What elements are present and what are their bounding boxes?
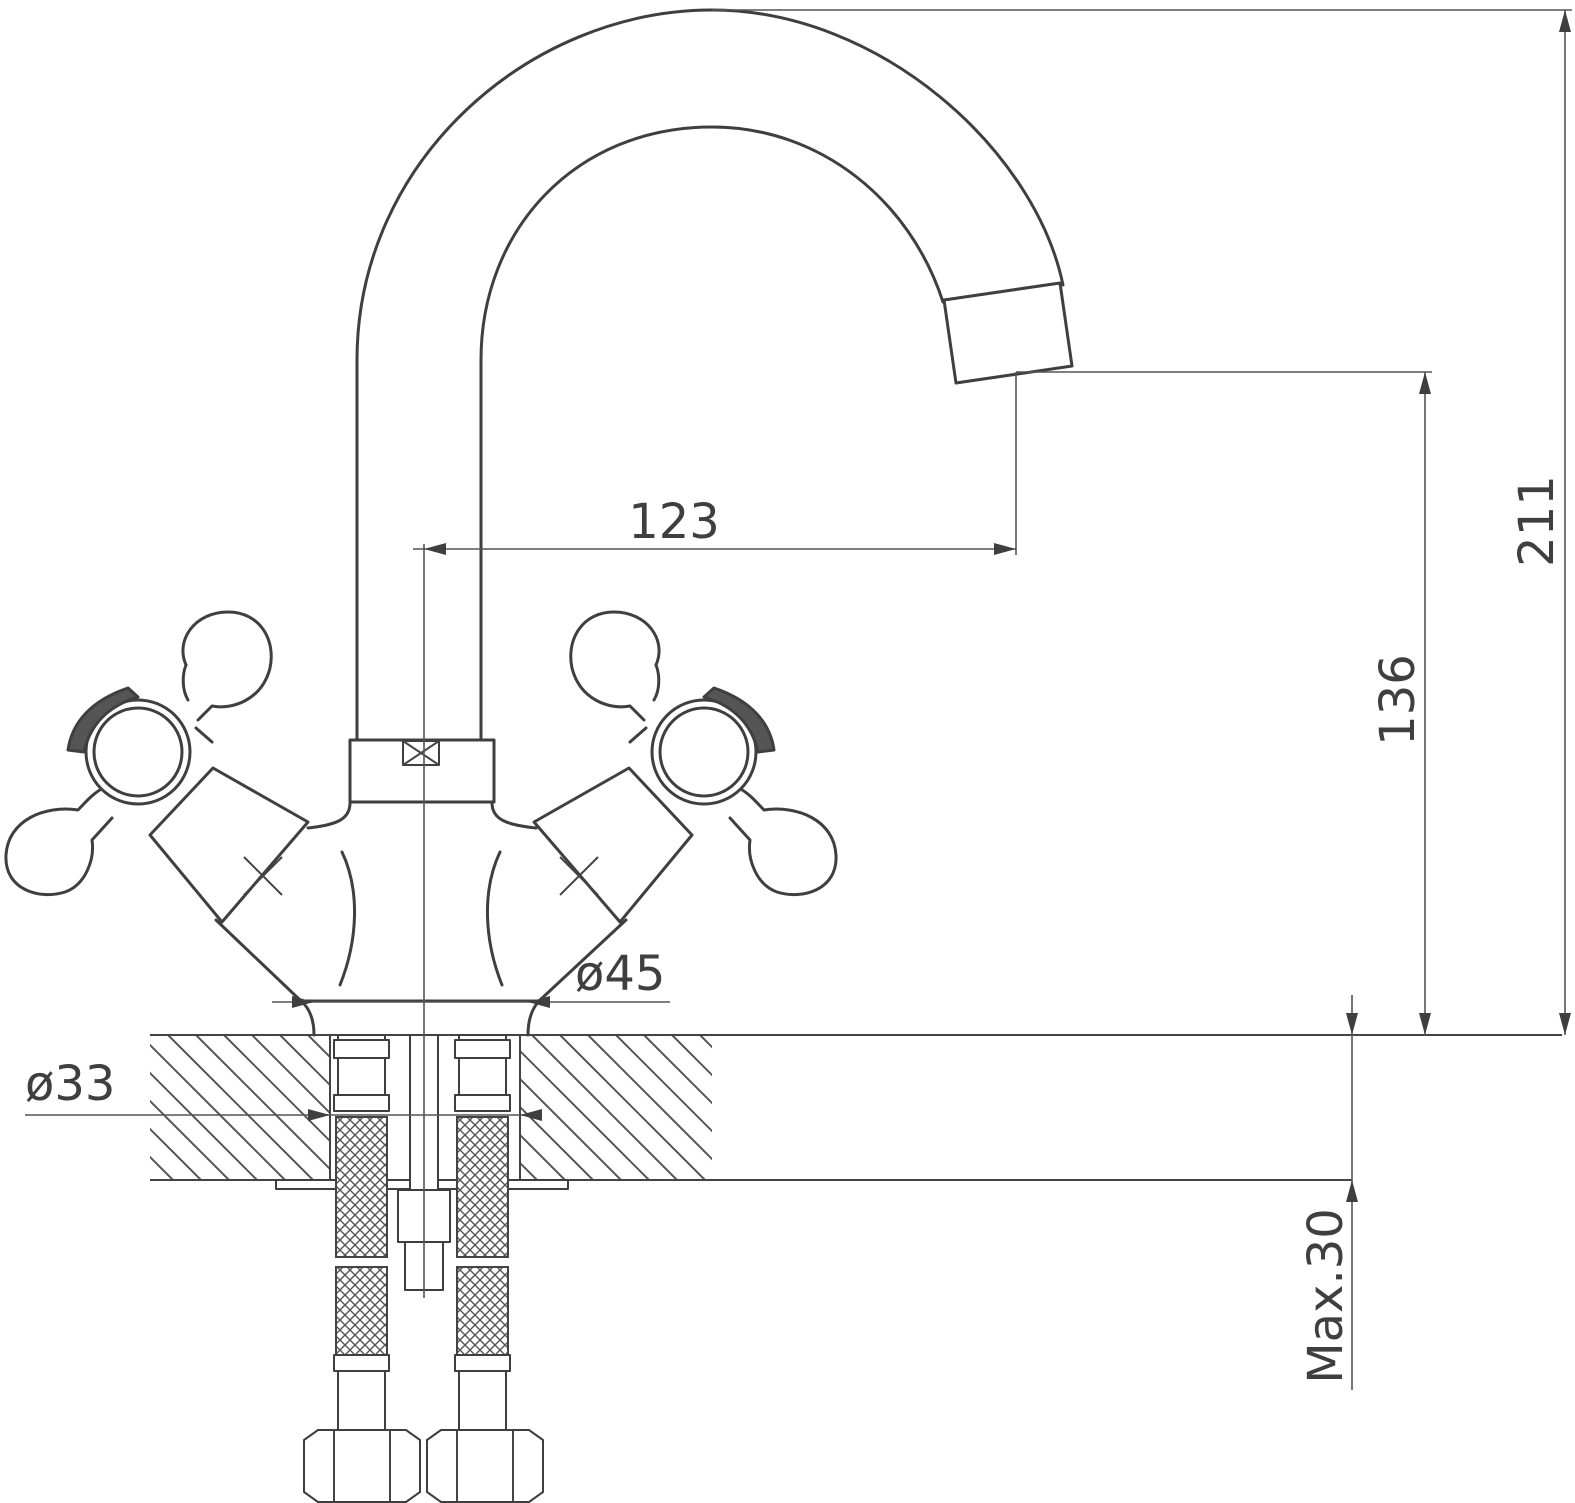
dim-hole-diameter: ø33 <box>25 1056 542 1121</box>
hatch-line <box>896 1035 1041 1180</box>
dim-label-45: ø45 <box>575 946 665 1002</box>
hatch-line <box>868 1035 1013 1180</box>
dim-total-height: 211 <box>712 9 1572 1035</box>
hatch-line <box>840 1035 985 1180</box>
hatch-line <box>167 1035 314 1180</box>
dim-body-diameter: ø45 <box>272 946 670 1008</box>
hatch-line <box>671 1035 712 1180</box>
hatch-line <box>195 1035 342 1180</box>
right-handle <box>532 610 838 924</box>
hatch-line <box>756 1035 901 1180</box>
spout <box>355 8 1074 740</box>
countertop-section <box>150 1034 1562 1190</box>
dim-spout-reach: 123 <box>413 372 1017 555</box>
hatch-line <box>699 1035 712 1180</box>
dim-label-211: 211 <box>1509 475 1565 567</box>
dim-label-max30: Max.30 <box>1298 1208 1354 1384</box>
faucet-body <box>214 738 628 1037</box>
hatch-line <box>559 1035 706 1180</box>
hatch-line <box>150 1035 202 1180</box>
dim-label-136: 136 <box>1370 654 1426 746</box>
dim-label-33: ø33 <box>25 1056 115 1112</box>
aerator <box>942 281 1074 385</box>
hatch-line <box>728 1035 873 1180</box>
hatch-line <box>615 1035 712 1180</box>
hatch-line <box>643 1035 712 1180</box>
supply-hoses <box>303 1034 544 1503</box>
hatch-line <box>587 1035 712 1180</box>
hatch-line <box>531 1035 678 1180</box>
hatch-line <box>150 1035 286 1180</box>
hatch-line <box>150 1035 258 1180</box>
left-handle <box>4 610 310 924</box>
hatch-line <box>150 1035 230 1180</box>
dim-outlet-height: 136 <box>1016 371 1432 1035</box>
dim-max-thickness: Max.30 <box>1298 995 1358 1390</box>
hatch-line <box>784 1035 929 1180</box>
dim-label-123: 123 <box>628 494 720 550</box>
hatch-line <box>503 1035 650 1180</box>
hatch-line <box>812 1035 957 1180</box>
